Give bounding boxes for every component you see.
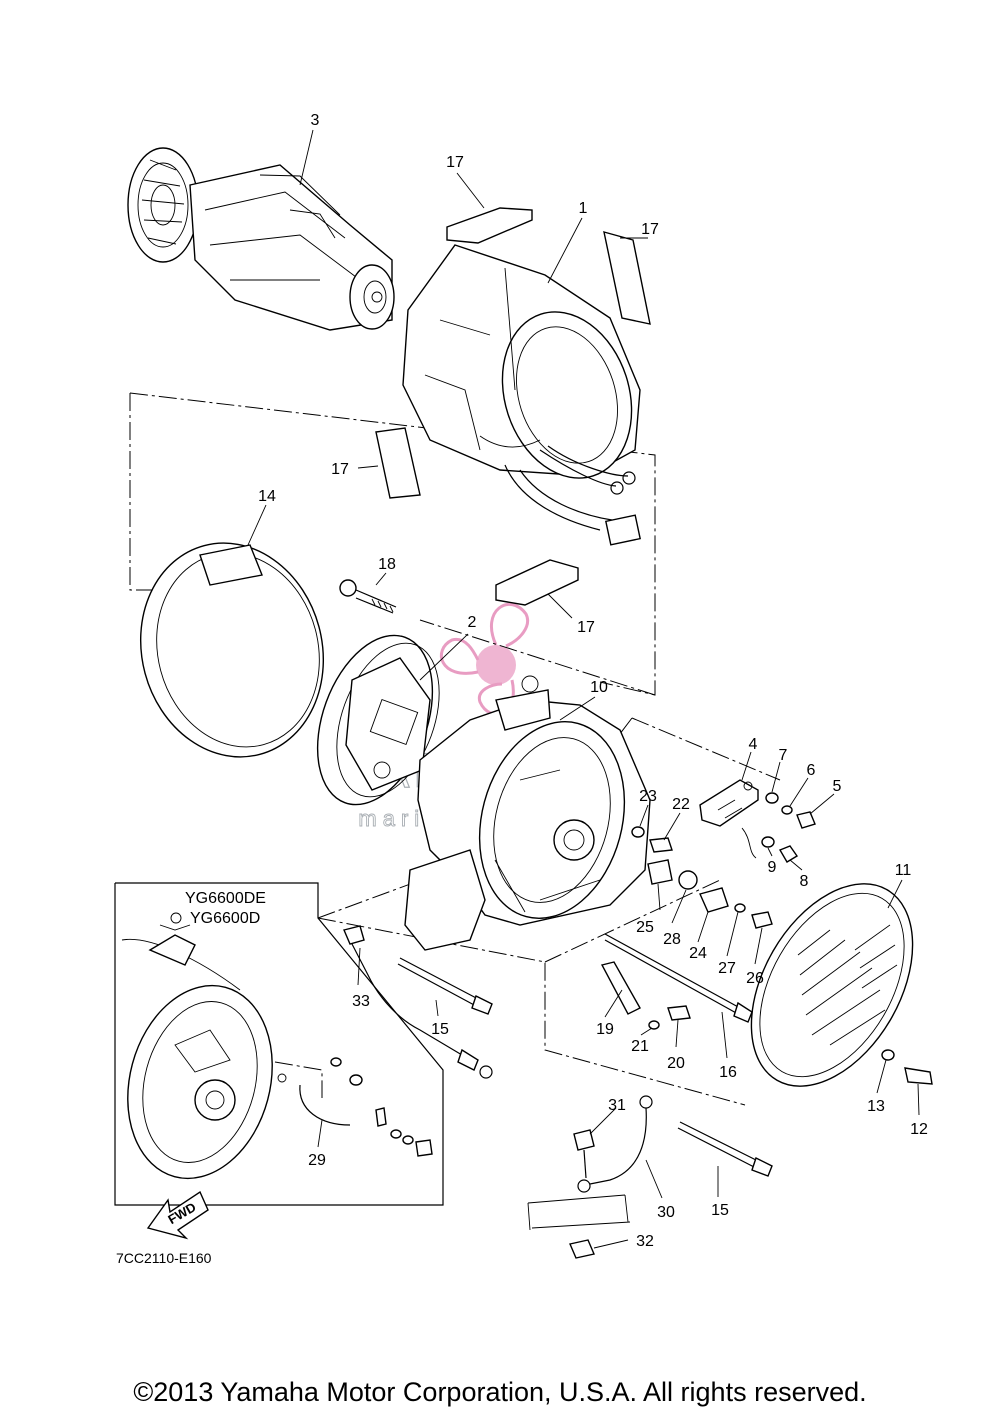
callout-28: 28 xyxy=(663,931,681,948)
through-bolts xyxy=(343,925,773,1177)
callout-17-lower: 17 xyxy=(577,619,595,636)
callout-29: 29 xyxy=(308,1152,326,1169)
callout-2: 2 xyxy=(468,614,477,631)
callout-22: 22 xyxy=(672,796,690,813)
callout-30: 30 xyxy=(657,1204,675,1221)
brush-holder-hardware xyxy=(631,779,816,929)
callout-26: 26 xyxy=(746,970,764,987)
callout-27: 27 xyxy=(718,960,736,977)
callout-20: 20 xyxy=(667,1055,685,1072)
end-cover xyxy=(750,883,933,1087)
callout-18: 18 xyxy=(378,556,396,573)
stator xyxy=(402,244,641,546)
callout-15-upper: 15 xyxy=(431,1021,449,1038)
callout-19: 19 xyxy=(596,1021,614,1038)
ground-strap xyxy=(527,1095,653,1259)
callout-24: 24 xyxy=(689,945,707,962)
callout-1: 1 xyxy=(579,200,588,217)
reference-code: 7CC2110-E160 xyxy=(116,1250,212,1266)
leader-lines xyxy=(247,129,920,1249)
callout-25: 25 xyxy=(636,919,654,936)
callout-15-lower: 15 xyxy=(711,1202,729,1219)
callout-31: 31 xyxy=(608,1097,626,1114)
callout-13: 13 xyxy=(867,1098,885,1115)
callout-14: 14 xyxy=(258,488,276,505)
insulation-pads xyxy=(375,207,651,606)
callout-16: 16 xyxy=(719,1064,737,1081)
inset-model-2: YG6600D xyxy=(190,910,260,927)
cover-band xyxy=(139,542,325,758)
callout-9: 9 xyxy=(768,859,777,876)
callout-21: 21 xyxy=(631,1038,649,1055)
callout-12: 12 xyxy=(910,1121,928,1138)
callout-8: 8 xyxy=(800,873,809,890)
callout-3: 3 xyxy=(311,112,320,129)
callout-10: 10 xyxy=(590,679,608,696)
callout-17-left: 17 xyxy=(331,461,349,478)
propeller-logo-icon xyxy=(440,602,529,716)
model-inset: YG6600DE YG6600D xyxy=(114,882,444,1206)
callout-4: 4 xyxy=(749,736,758,753)
callout-32: 32 xyxy=(636,1233,654,1250)
assembly-guides xyxy=(129,392,781,1106)
callout-17-top: 17 xyxy=(446,154,464,171)
forward-direction-badge: FWD xyxy=(146,1190,209,1240)
copyright-notice: ©2013 Yamaha Motor Corporation, U.S.A. A… xyxy=(133,1377,867,1407)
callout-11: 11 xyxy=(895,862,912,879)
inset-model-1: YG6600DE xyxy=(185,890,266,907)
callout-5: 5 xyxy=(833,778,842,795)
field-rotor xyxy=(316,634,440,806)
callouts: 3 17 1 17 17 14 18 17 2 10 4 7 6 5 23 22… xyxy=(258,112,928,1250)
callout-33: 33 xyxy=(352,993,370,1010)
bolt-18 xyxy=(339,579,397,614)
rotor-assembly xyxy=(127,147,395,331)
callout-23: 23 xyxy=(639,788,657,805)
callout-7: 7 xyxy=(779,747,788,764)
inset-housing xyxy=(121,912,433,1180)
generator-housing xyxy=(404,675,651,951)
callout-17-right: 17 xyxy=(641,221,659,238)
callout-6: 6 xyxy=(807,762,816,779)
